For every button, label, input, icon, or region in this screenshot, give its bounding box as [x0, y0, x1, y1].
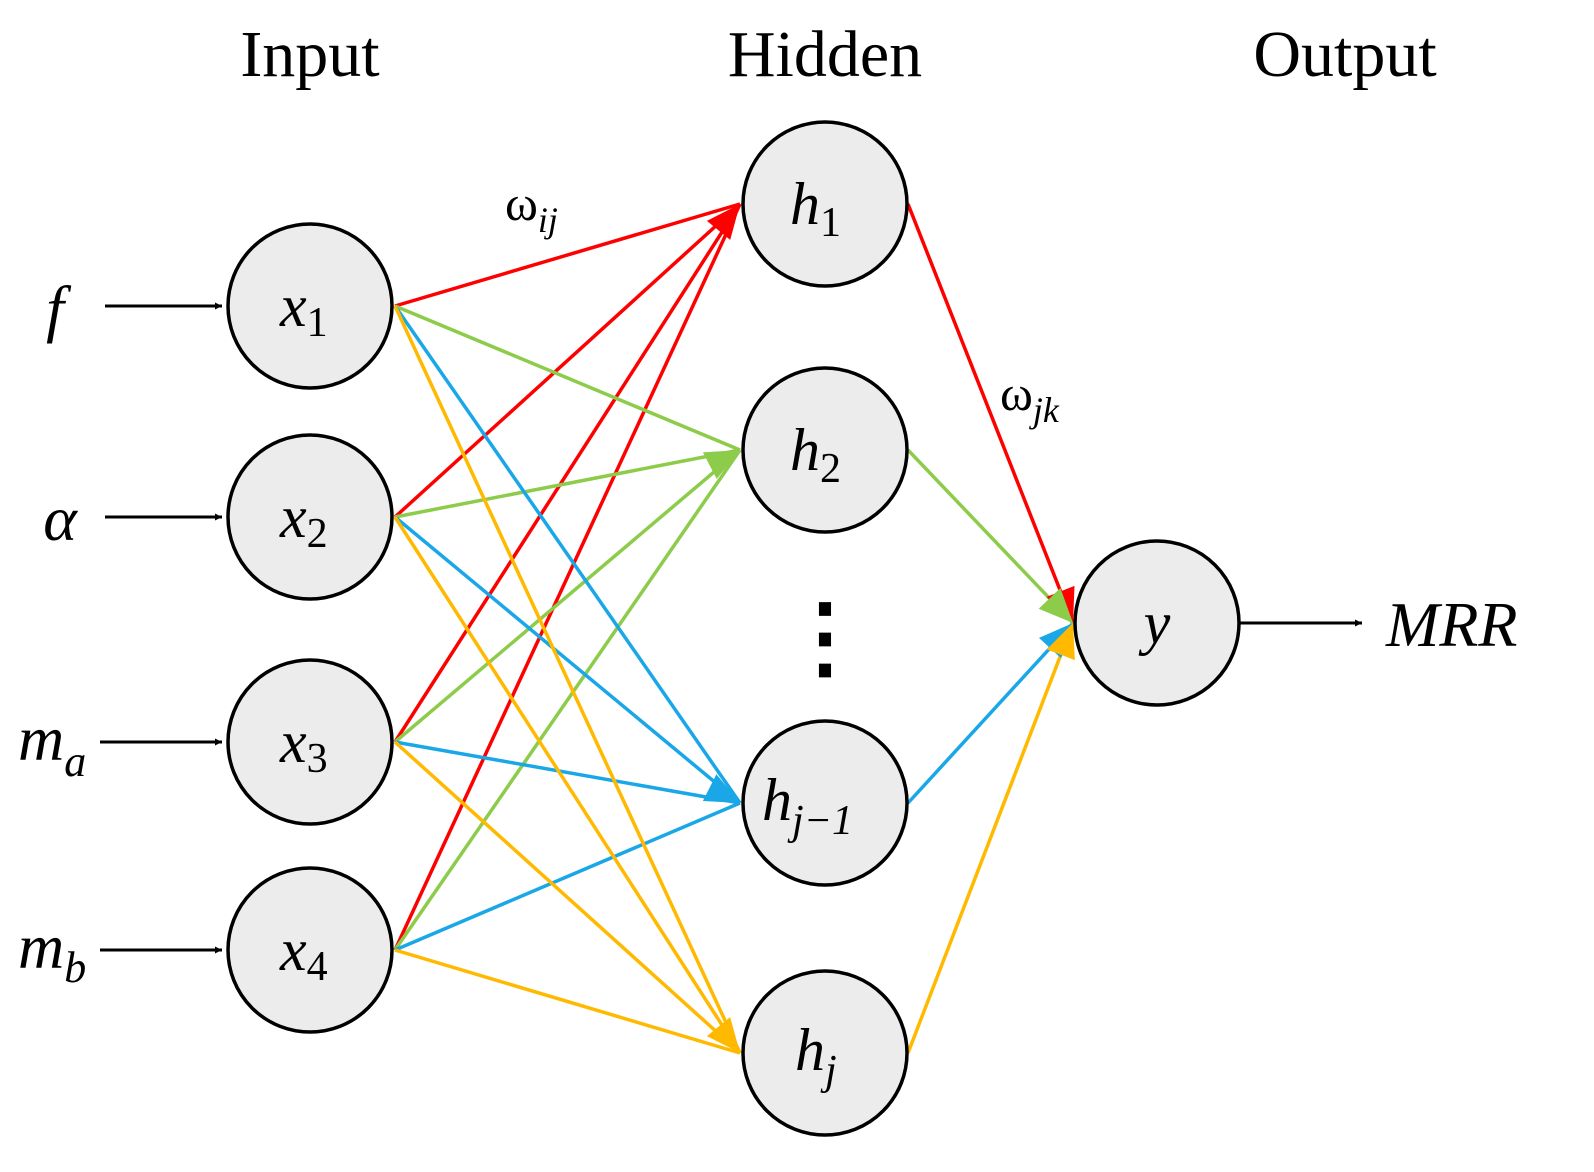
- input-node-x3: x3: [226, 658, 394, 826]
- input-node-x4: x4: [226, 866, 394, 1034]
- connection-h2-to-y: [906, 448, 1075, 625]
- svg-text:hj: hj: [795, 1017, 837, 1094]
- svg-text:x3: x3: [279, 709, 328, 782]
- connection-x1-to-h4: [393, 305, 742, 1054]
- connection-x3-to-h4: [393, 740, 742, 1055]
- connection-x3-to-h2: [393, 448, 742, 744]
- hidden-layer-title: Hidden: [728, 18, 922, 91]
- connection-h1-to-y: [906, 203, 1075, 624]
- arrowhead-h2: [702, 450, 740, 479]
- connection-x3-to-h3: [394, 740, 741, 805]
- connection-h4-to-y: [906, 622, 1075, 1054]
- svg-text:x2: x2: [279, 484, 328, 557]
- connection-x1-to-h2: [394, 304, 741, 452]
- input-node-x1: x1: [226, 222, 394, 390]
- connection-x1-to-h3: [393, 305, 742, 804]
- weight-label-jk: ωjk: [1000, 365, 1060, 430]
- arrowhead-h3: [702, 774, 740, 803]
- weighted-connections: [393, 202, 1075, 1055]
- svg-text:hj−1: hj−1: [762, 767, 853, 844]
- feature-label-f: f: [46, 273, 72, 344]
- hidden-node-hj: hj: [741, 969, 909, 1137]
- input-node-x2: x2: [226, 433, 394, 601]
- input-layer-title: Input: [240, 18, 379, 91]
- connection-x3-to-h1: [393, 203, 742, 743]
- connection-x2-to-h1: [393, 202, 742, 519]
- connection-x2-to-h4: [393, 516, 742, 1054]
- output-label-mrr: MRR: [1385, 589, 1518, 660]
- arrowhead-y-from-h4: [1046, 623, 1075, 661]
- svg-text:y: y: [1138, 590, 1171, 656]
- hidden-node-h1: h1: [741, 120, 909, 288]
- connection-x4-to-h4: [394, 948, 741, 1055]
- feature-label-alpha: α: [43, 483, 78, 554]
- weight-label-ij: ωij: [505, 175, 558, 240]
- arrowhead-h4: [706, 1017, 740, 1053]
- hidden-node-hj-minus-1: hj−1: [741, 719, 909, 887]
- svg-text:x1: x1: [279, 273, 328, 346]
- arrowhead-h1: [706, 204, 740, 240]
- connection-x2-to-h3: [393, 515, 742, 805]
- feature-label-mb: mb: [18, 911, 86, 992]
- output-node-y: y: [1073, 539, 1241, 707]
- connection-h3-to-y: [906, 621, 1075, 805]
- connection-x4-to-h3: [394, 801, 741, 952]
- svg-text:h2: h2: [790, 417, 841, 492]
- arrowhead-y-from-h2: [1038, 588, 1073, 623]
- connection-x4-to-h2: [393, 449, 742, 951]
- feature-label-ma: ma: [18, 703, 86, 786]
- connection-x4-to-h1: [393, 203, 742, 951]
- connection-arrowheads: [702, 204, 1075, 1053]
- hidden-node-h2: h2: [741, 366, 909, 534]
- connection-x2-to-h2: [394, 448, 741, 519]
- hidden-ellipsis: ⋮: [780, 589, 870, 688]
- connection-x1-to-h1: [394, 202, 741, 308]
- output-layer-title: Output: [1253, 18, 1436, 91]
- svg-text:x4: x4: [279, 917, 328, 990]
- svg-text:h1: h1: [790, 171, 841, 246]
- input-feature-arrows: [100, 302, 222, 954]
